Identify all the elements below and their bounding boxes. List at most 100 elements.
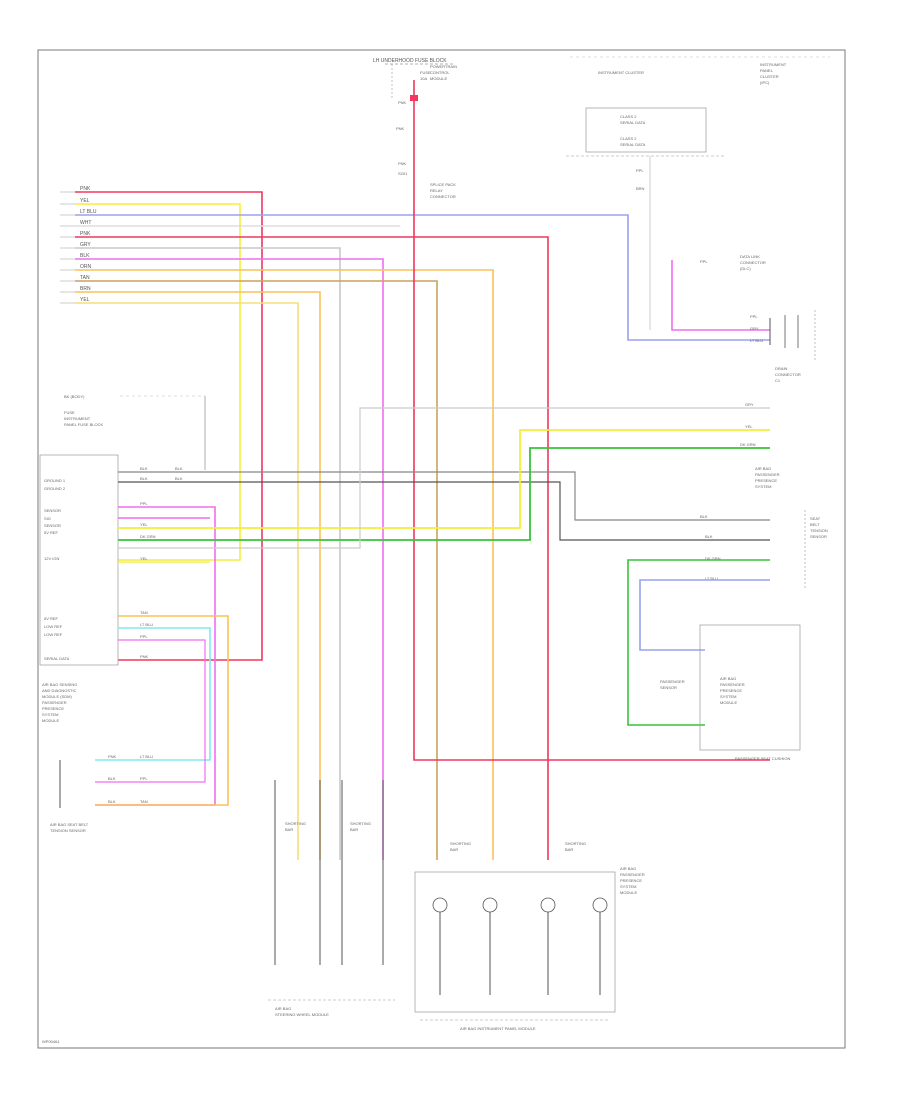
svg-text:10A: 10A bbox=[420, 76, 427, 81]
svg-text:SHORTING: SHORTING bbox=[350, 821, 371, 826]
svg-text:SHORTING: SHORTING bbox=[285, 821, 306, 826]
svg-text:SHORTING: SHORTING bbox=[450, 841, 471, 846]
svg-text:GROUND 2: GROUND 2 bbox=[44, 486, 66, 491]
svg-text:GRY: GRY bbox=[80, 242, 91, 248]
sdm-wire-labels: BLK BLK BLK BLK PPL YEL DK GRN YEL TAN L… bbox=[140, 466, 183, 659]
svg-text:PPL: PPL bbox=[636, 168, 644, 173]
right-sensor-wires bbox=[627, 559, 770, 726]
svg-text:FUSE: FUSE bbox=[420, 70, 431, 75]
svg-text:LOW REF: LOW REF bbox=[44, 624, 63, 629]
svg-text:SERIAL DATA: SERIAL DATA bbox=[44, 656, 70, 661]
svg-text:CONNECTOR: CONNECTOR bbox=[775, 372, 801, 377]
bottom-left-inflators: SHORTING BAR SHORTING BAR AIR BAG STEERI… bbox=[268, 780, 395, 1017]
wire-yellow-1 bbox=[75, 203, 241, 561]
svg-text:BLK: BLK bbox=[80, 253, 90, 259]
wire-pink-1 bbox=[75, 191, 263, 661]
footer-label: WP00461 bbox=[42, 1039, 60, 1044]
svg-text:PPL: PPL bbox=[140, 634, 148, 639]
svg-text:PPL: PPL bbox=[140, 776, 148, 781]
svg-text:AIR BAG: AIR BAG bbox=[720, 676, 736, 681]
svg-text:AIR BAG SEAT BELT: AIR BAG SEAT BELT bbox=[50, 822, 89, 827]
svg-text:DK GRN: DK GRN bbox=[740, 442, 756, 447]
wire-orange-2 bbox=[75, 291, 321, 860]
svg-text:PNK: PNK bbox=[140, 654, 149, 659]
svg-text:LOW REF: LOW REF bbox=[44, 632, 63, 637]
svg-text:CONNECTOR: CONNECTOR bbox=[740, 260, 766, 265]
svg-text:SENSOR: SENSOR bbox=[810, 534, 827, 539]
svg-text:AIR BAG: AIR BAG bbox=[755, 466, 771, 471]
svg-text:TAN: TAN bbox=[140, 799, 148, 804]
svg-text:LT BLU: LT BLU bbox=[705, 576, 718, 581]
svg-text:PASSENGER: PASSENGER bbox=[720, 682, 745, 687]
svg-text:CLASS 2: CLASS 2 bbox=[620, 114, 637, 119]
svg-text:POWERTRAIN: POWERTRAIN bbox=[430, 64, 457, 69]
svg-text:PPL: PPL bbox=[140, 501, 148, 506]
svg-text:BAR: BAR bbox=[285, 827, 293, 832]
svg-text:SENSOR: SENSOR bbox=[44, 508, 61, 513]
svg-text:YEL: YEL bbox=[745, 424, 753, 429]
svg-text:SYSTEM: SYSTEM bbox=[755, 484, 771, 489]
svg-text:MODULE: MODULE bbox=[620, 890, 637, 895]
svg-text:AND DIAGNOSTIC: AND DIAGNOSTIC bbox=[42, 688, 77, 693]
svg-text:DATA LINK: DATA LINK bbox=[740, 254, 760, 259]
svg-text:SENSOR: SENSOR bbox=[44, 523, 61, 528]
wire-tan-1 bbox=[75, 302, 299, 860]
svg-text:5V REF: 5V REF bbox=[44, 616, 59, 621]
svg-text:BLK: BLK bbox=[108, 776, 116, 781]
svg-text:SYSTEM: SYSTEM bbox=[42, 712, 58, 717]
svg-text:PANEL FUSE BLOCK: PANEL FUSE BLOCK bbox=[64, 422, 103, 427]
svg-text:LT BLU: LT BLU bbox=[750, 338, 763, 343]
diagram-frame bbox=[37, 49, 846, 1049]
svg-text:TENSION SENSOR: TENSION SENSOR bbox=[50, 828, 86, 833]
data-link-connector: PPL DATA LINK CONNECTOR (DLC) PPL GRY LT… bbox=[671, 254, 816, 383]
svg-text:AIR BAG: AIR BAG bbox=[620, 866, 636, 871]
svg-text:MODULE (SDM): MODULE (SDM) bbox=[42, 694, 72, 699]
svg-text:PRESENCE: PRESENCE bbox=[755, 478, 777, 483]
svg-text:PPL: PPL bbox=[750, 314, 758, 319]
fuse-feed-wire bbox=[413, 80, 770, 761]
svg-text:SHORTING: SHORTING bbox=[565, 841, 586, 846]
svg-text:AIR BAG INSTRUMENT PANEL MODUL: AIR BAG INSTRUMENT PANEL MODULE bbox=[460, 1026, 536, 1031]
svg-text:PASSENGER: PASSENGER bbox=[42, 700, 67, 705]
svg-text:INSTRUMENT CLUSTER: INSTRUMENT CLUSTER bbox=[598, 70, 644, 75]
svg-text:SYSTEM: SYSTEM bbox=[620, 884, 636, 889]
svg-text:PNK: PNK bbox=[396, 126, 405, 131]
svg-text:MODULE: MODULE bbox=[720, 700, 737, 705]
svg-text:TAN: TAN bbox=[80, 275, 90, 281]
svg-text:DK GRN: DK GRN bbox=[705, 556, 721, 561]
svg-text:SEAT: SEAT bbox=[810, 516, 821, 521]
svg-text:BLK: BLK bbox=[700, 514, 708, 519]
svg-text:PPL: PPL bbox=[700, 259, 708, 264]
svg-text:BRN: BRN bbox=[80, 286, 91, 292]
svg-text:BLK: BLK bbox=[140, 476, 148, 481]
wire-lightblue-1 bbox=[75, 214, 770, 341]
svg-text:CLUSTER: CLUSTER bbox=[760, 74, 779, 79]
svg-text:BLK: BLK bbox=[175, 476, 183, 481]
wire-brown-1 bbox=[75, 280, 438, 860]
svg-text:TAN: TAN bbox=[140, 610, 148, 615]
svg-text:ORN: ORN bbox=[80, 264, 92, 270]
svg-text:LT BLU: LT BLU bbox=[80, 209, 97, 215]
svg-text:BLK: BLK bbox=[705, 534, 713, 539]
svg-text:SIG: SIG bbox=[44, 516, 51, 521]
svg-text:SYSTEM: SYSTEM bbox=[720, 694, 736, 699]
svg-text:BLK: BLK bbox=[108, 799, 116, 804]
svg-text:(DLC): (DLC) bbox=[740, 266, 751, 271]
svg-text:YEL: YEL bbox=[80, 297, 90, 303]
wire-gray-1 bbox=[75, 247, 341, 860]
svg-text:WHT: WHT bbox=[80, 220, 91, 226]
svg-text:STEERING WHEEL MODULE: STEERING WHEEL MODULE bbox=[275, 1012, 329, 1017]
svg-text:PNK: PNK bbox=[398, 100, 407, 105]
svg-text:PASSENGER: PASSENGER bbox=[620, 872, 645, 877]
svg-text:S201: S201 bbox=[398, 171, 408, 176]
svg-text:BAR: BAR bbox=[350, 827, 358, 832]
seatbelt-sensor: PNK LT BLU BLK PPL BLK TAN AIR BAG SEAT … bbox=[50, 754, 153, 833]
svg-text:PASSENGER: PASSENGER bbox=[755, 472, 780, 477]
left-harness-wires bbox=[75, 191, 770, 860]
svg-text:LT BLU: LT BLU bbox=[140, 754, 153, 759]
svg-text:AIR BAG: AIR BAG bbox=[275, 1006, 291, 1011]
bottom-right-airbag-module: SHORTING BAR SHORTING BAR AIR BAG PASSEN… bbox=[414, 841, 645, 1031]
svg-text:SERIAL DATA: SERIAL DATA bbox=[620, 120, 646, 125]
svg-text:BRN: BRN bbox=[636, 186, 645, 191]
